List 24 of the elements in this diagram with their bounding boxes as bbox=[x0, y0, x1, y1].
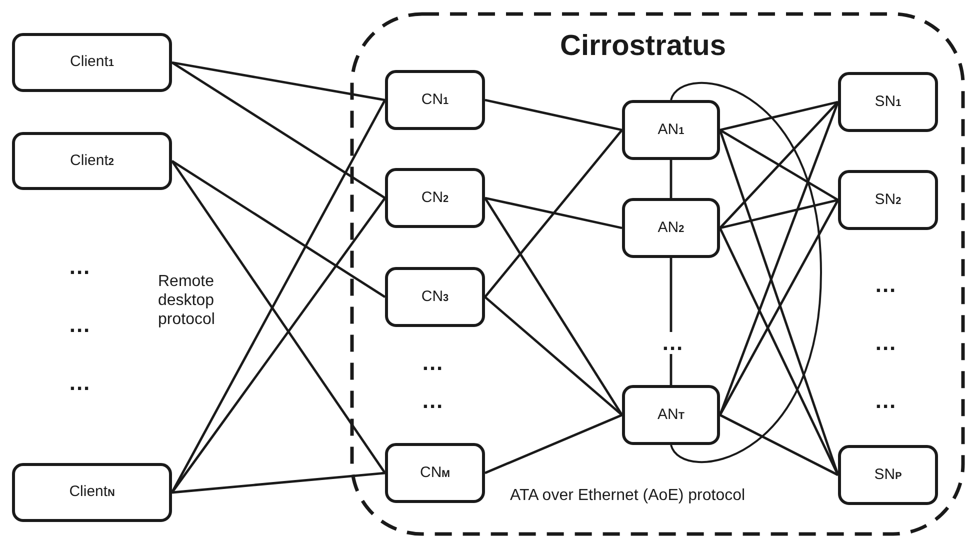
protocol-label: Remote desktop protocol bbox=[158, 272, 216, 330]
connector-line bbox=[484, 98, 622, 132]
connector-line bbox=[171, 160, 386, 474]
region-title: Cirrostratus bbox=[560, 32, 726, 61]
connector-line bbox=[171, 61, 386, 200]
connector-line bbox=[484, 296, 623, 416]
curved-connector bbox=[670, 82, 822, 463]
connector-line bbox=[171, 160, 386, 298]
connector-line bbox=[670, 160, 672, 198]
connector-line bbox=[171, 197, 386, 494]
connector-line bbox=[718, 199, 840, 416]
connector-line bbox=[719, 414, 839, 476]
connector-line bbox=[484, 196, 622, 230]
connector-line bbox=[172, 61, 386, 102]
connector-line bbox=[719, 128, 839, 202]
connector-line bbox=[720, 100, 838, 132]
connector-line bbox=[719, 101, 839, 229]
connector-line bbox=[484, 414, 622, 474]
connector-line bbox=[172, 472, 386, 494]
connector-line bbox=[484, 129, 623, 298]
connector-line bbox=[484, 197, 624, 416]
connector-line bbox=[720, 198, 838, 230]
protocol-label: ATA over Ethernet (AoE) protocol bbox=[510, 486, 746, 506]
dashed-region bbox=[350, 12, 965, 536]
